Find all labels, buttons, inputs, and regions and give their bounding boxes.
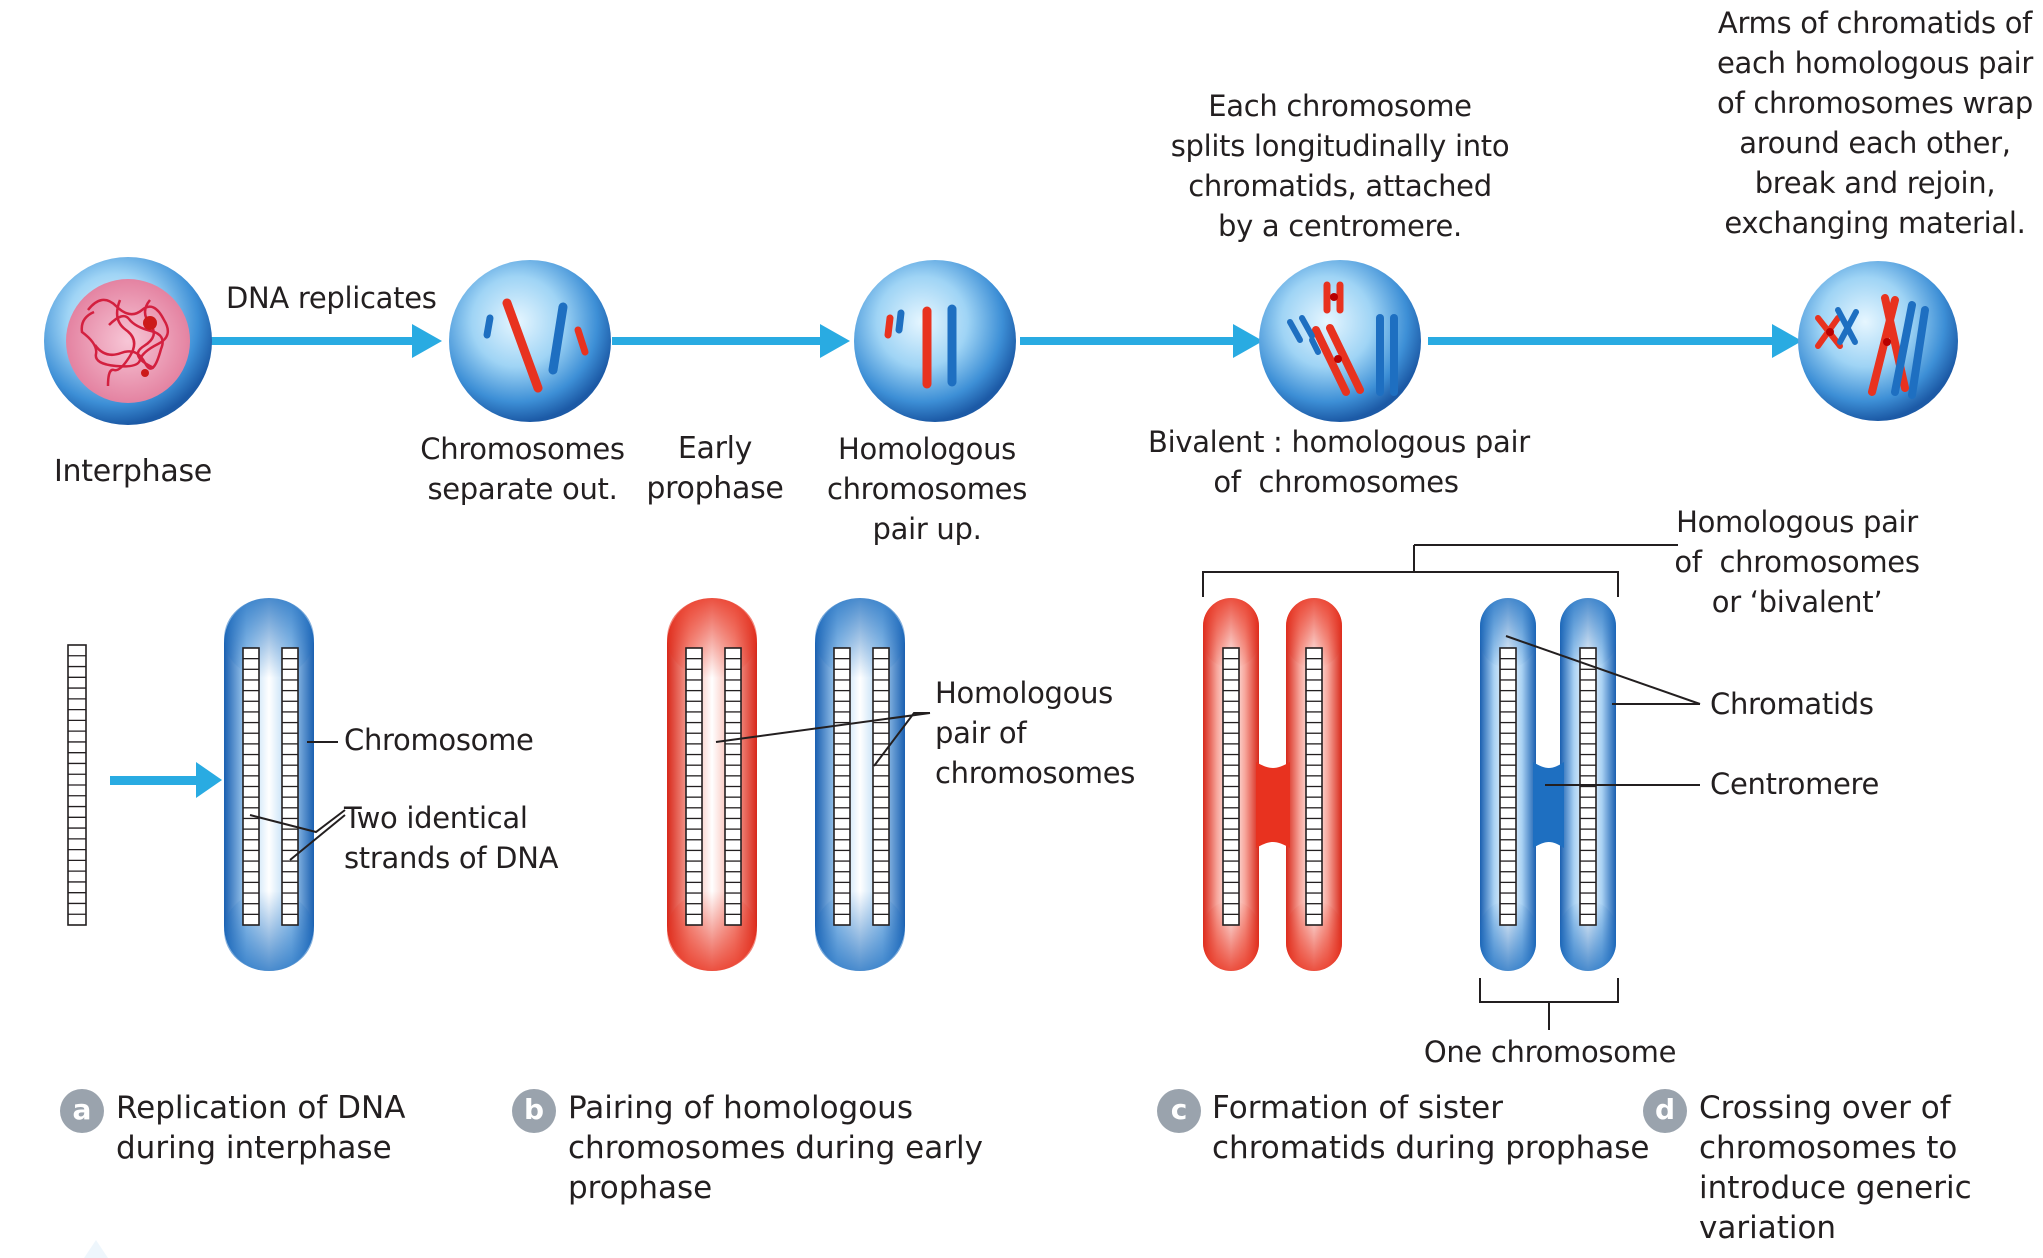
dna-strand [1499,647,1517,926]
one-chromosome-label: One chromosome [1423,1035,1677,1069]
arrow-icon [1428,324,1802,358]
nucleolus-icon [143,316,157,330]
chromosome-replicated [224,598,314,971]
panel-b-leaders [715,712,931,767]
arrow-icon [200,324,442,358]
bivalent-bracket [1202,544,1678,597]
dna-strand [724,647,742,926]
cell-interphase [44,257,212,425]
arrow-icon [612,324,850,358]
dna-strand [67,644,87,926]
chromatin-icon [80,298,170,387]
caption-c: Formation of sister chromatids during pr… [1212,1090,1650,1166]
caption-badge-a: a [60,1089,104,1133]
caption-a: Replication of DNA during interphase [116,1090,406,1166]
dna-replicates-label: DNA replicates [226,281,437,315]
early-prophase-label: Early prophase [646,431,784,506]
panel-a-leaders [249,741,346,861]
centromere-label: Centromere [1710,767,1880,801]
chromosome-blue-chromatids [1480,598,1616,971]
caption-b: Pairing of homologous chromosomes during… [568,1090,983,1206]
corner-mark [84,1240,108,1258]
chromosome-red [502,298,543,393]
caption-badge-b: b [512,1089,556,1133]
dna-strand [872,647,890,926]
chromosome-red-homolog [667,598,757,971]
cell-bivalent [1259,260,1421,422]
cell-homologous-pair-up [854,260,1016,422]
dna-strand [1222,647,1240,926]
caption-badge-c: c [1157,1089,1201,1133]
stage-arrows [200,324,1802,358]
each-chromosome-splits-label: Each chromosome splits longitudinally in… [1170,89,1510,243]
chromatids-label: Chromatids [1710,687,1874,721]
centromere-blue [1533,762,1564,848]
homologous-bivalent-label: Homologous pair of chromosomes or ‘bival… [1674,505,1920,619]
panel-c-leaders [1479,635,1701,1030]
arrow-icon [1020,324,1263,358]
dna-strand [281,647,299,926]
dna-strand [833,647,851,926]
arms-of-chromatids-label: Arms of chromatids of each homologous pa… [1716,6,2034,240]
centromere-red [1256,762,1290,848]
interphase-label: Interphase [54,454,212,489]
chromosome-blue-homolog [815,598,905,971]
homologous-pair-label: Homologous pair of chromosomes [935,676,1136,790]
chromosome-red-chromatids [1203,598,1342,971]
chromosome-label: Chromosome [344,723,534,757]
dna-strand [242,647,260,926]
caption-d: Crossing over of chromosomes to introduc… [1699,1090,1972,1246]
cell-crossing-over [1798,261,1958,421]
dna-strand [1579,647,1597,926]
bivalent-label: Bivalent : homologous pair of chromosome… [1148,425,1530,499]
chromosome-blue [548,302,568,375]
dna-strand [685,647,703,926]
replication-arrow-icon [110,762,222,798]
dna-strand [1305,647,1323,926]
caption-badge-d: d [1643,1089,1687,1133]
cell-chromosomes-separate [449,260,611,422]
homologous-pair-up-label: Homologous chromosomes pair up. [826,432,1028,546]
chromosomes-separate-label: Chromosomes separate out. [420,432,625,506]
two-strands-label: Two identical strands of DNA [344,801,559,875]
